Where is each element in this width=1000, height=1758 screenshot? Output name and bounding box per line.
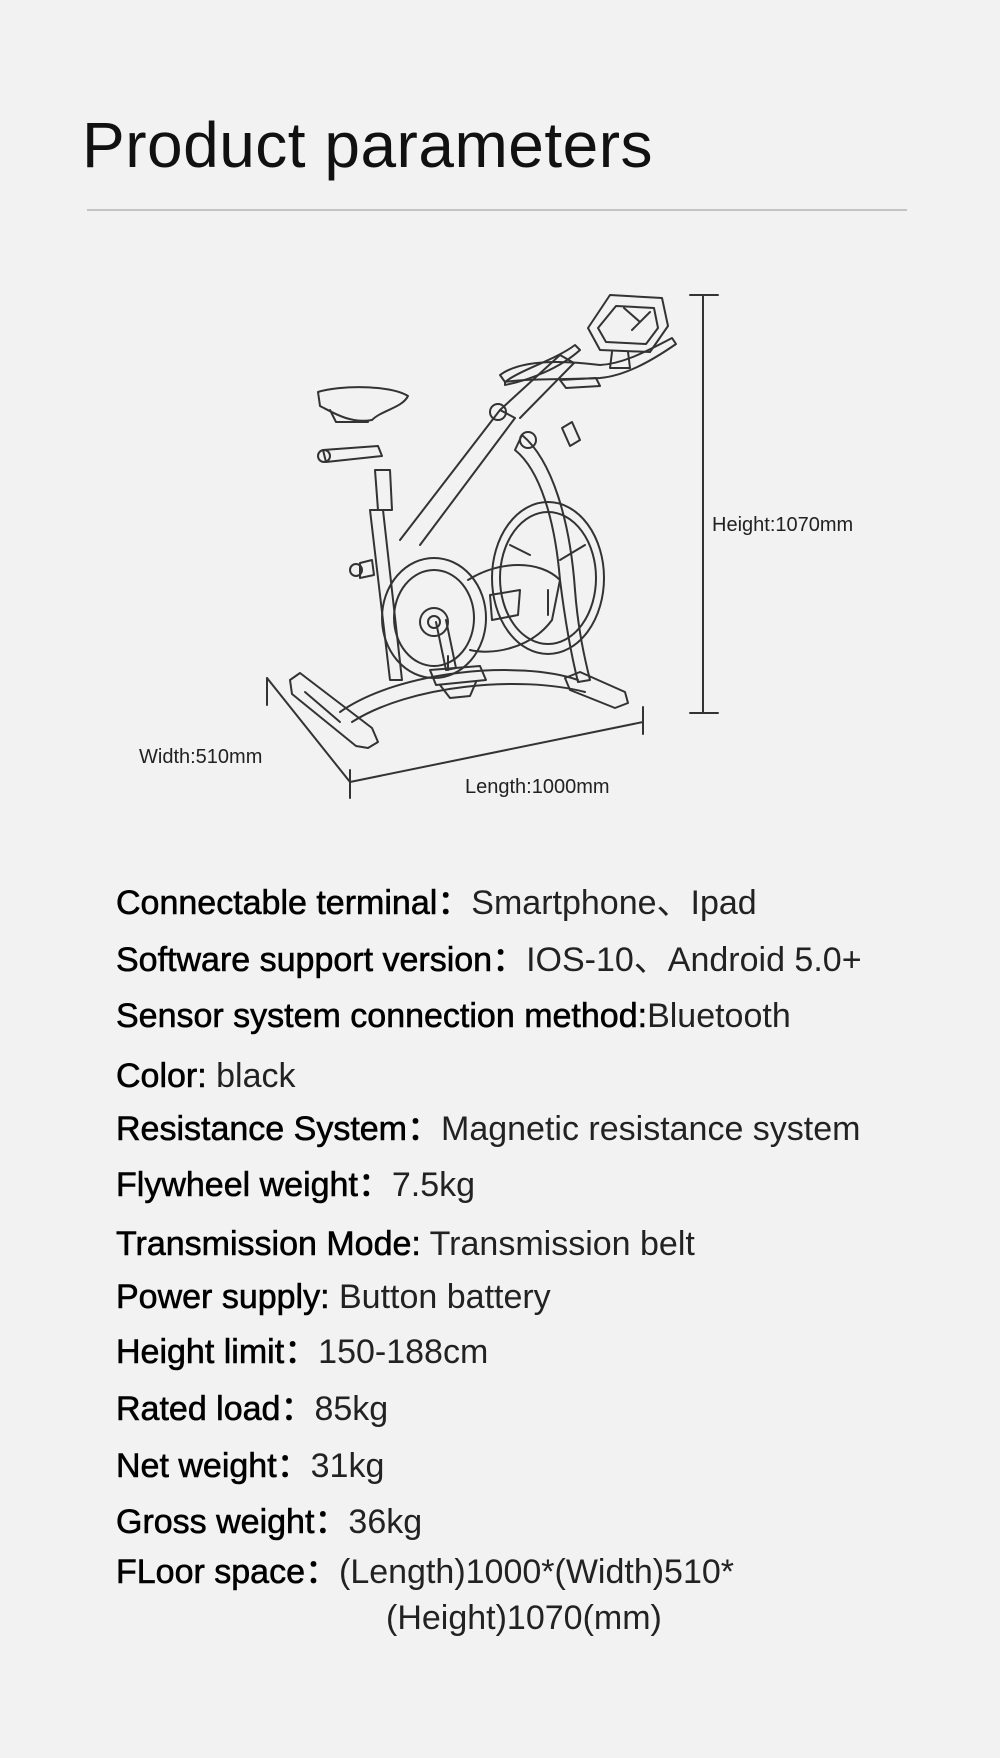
spec-value: IOS-10、Android 5.0+ xyxy=(526,941,862,979)
spec-row-height-limit: Height limit：150-188cm xyxy=(116,1332,489,1372)
spec-label: Height limit： xyxy=(116,1333,319,1372)
spec-label: Transmission Mode: xyxy=(116,1225,430,1264)
spec-row-flywheel-weight: Flywheel weight：7.5kg xyxy=(116,1165,475,1205)
spec-value: 85kg xyxy=(314,1390,389,1428)
spec-label: Connectable terminal： xyxy=(116,884,472,923)
spec-row-connectable-terminal: Connectable terminal：Smartphone、Ipad xyxy=(116,883,757,923)
bike-diagram: Height:1070mm Width:510mm Length:1000mm xyxy=(0,260,1000,820)
spec-label: Color: xyxy=(116,1057,217,1096)
spec-row-resistance-system: Resistance System：Magnetic resistance sy… xyxy=(116,1109,861,1149)
height-dimension-label: Height:1070mm xyxy=(712,514,854,536)
spec-value: Transmission belt xyxy=(429,1225,695,1263)
length-dimension-label: Length:1000mm xyxy=(465,776,610,798)
spec-label: Rated load： xyxy=(116,1390,315,1429)
spec-row-transmission-mode: Transmission Mode: Transmission belt xyxy=(116,1224,695,1264)
spec-row-floor-space: FLoor space：(Length)1000*(Width)510* xyxy=(116,1552,734,1592)
spec-label: Net weight： xyxy=(116,1447,311,1486)
spec-label: Sensor system connection method: xyxy=(116,997,648,1036)
width-dimension-label: Width:510mm xyxy=(139,746,263,768)
spec-value: (Length)1000*(Width)510* xyxy=(339,1553,735,1591)
spec-row-power-supply: Power supply: Button battery xyxy=(116,1277,551,1317)
spec-value: Button battery xyxy=(339,1278,551,1316)
spec-label: Gross weight： xyxy=(116,1503,349,1542)
spec-value: 7.5kg xyxy=(391,1166,476,1204)
spec-label: Power supply: xyxy=(116,1278,339,1317)
spec-label: Resistance System： xyxy=(116,1110,442,1149)
title-divider xyxy=(87,209,907,211)
spec-label: Software support version： xyxy=(116,941,527,980)
spec-value: Magnetic resistance system xyxy=(441,1110,861,1148)
spec-floor-space-continuation: (Height)1070(mm) xyxy=(386,1599,662,1637)
spec-value: 150-188cm xyxy=(318,1333,489,1371)
spec-row-sensor-connection: Sensor system connection method:Bluetoot… xyxy=(116,996,791,1036)
spec-label: Flywheel weight： xyxy=(116,1166,392,1205)
spec-row-software-version: Software support version：IOS-10、Android … xyxy=(116,940,862,980)
spec-value: Smartphone、Ipad xyxy=(471,884,757,922)
spec-label: FLoor space： xyxy=(116,1553,340,1592)
spec-value: black xyxy=(216,1057,296,1095)
spin-bike-illustration xyxy=(266,294,719,799)
spec-row-rated-load: Rated load：85kg xyxy=(116,1389,389,1429)
spec-value: 31kg xyxy=(310,1447,385,1485)
page-title: Product parameters xyxy=(82,109,654,181)
spec-row-gross-weight: Gross weight：36kg xyxy=(116,1502,422,1542)
spec-value: Bluetooth xyxy=(647,997,791,1035)
spec-value: 36kg xyxy=(348,1503,423,1541)
spec-row-color: Color: black xyxy=(116,1056,296,1096)
spec-row-net-weight: Net weight：31kg xyxy=(116,1446,385,1486)
